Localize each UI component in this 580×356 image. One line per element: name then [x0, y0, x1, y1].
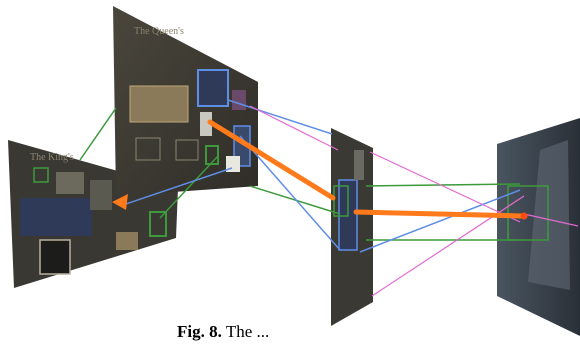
top-left-panel-image-3 [232, 90, 246, 110]
left-panel-thumb-1 [56, 172, 84, 194]
top-left-panel-image-2 [198, 70, 228, 106]
middle-panel [331, 128, 373, 326]
middle-panel-image-2 [354, 150, 364, 180]
left-panel-thumb-2 [20, 198, 92, 236]
top-left-panel: The Queen's [113, 6, 258, 196]
figure-caption-text: The ... [226, 322, 269, 341]
connector-green-1 [80, 108, 116, 160]
connector-pink-1 [250, 106, 338, 150]
figure-label: Fig. 8. [177, 322, 222, 341]
top-left-panel-image-1 [130, 86, 188, 122]
left-panel-title: The King's [30, 152, 74, 163]
left-panel-frame [40, 240, 70, 274]
top-left-panel-title: The Queen's [134, 26, 184, 37]
right-panel [497, 118, 580, 336]
left-panel-thumb-3 [90, 180, 112, 210]
orange-path-end-dot [521, 213, 528, 220]
connector-blue-4 [360, 190, 520, 252]
figure-caption: Fig. 8. The ... [0, 322, 580, 342]
connector-green-3 [250, 186, 340, 214]
left-panel-thumb-4 [116, 232, 138, 250]
